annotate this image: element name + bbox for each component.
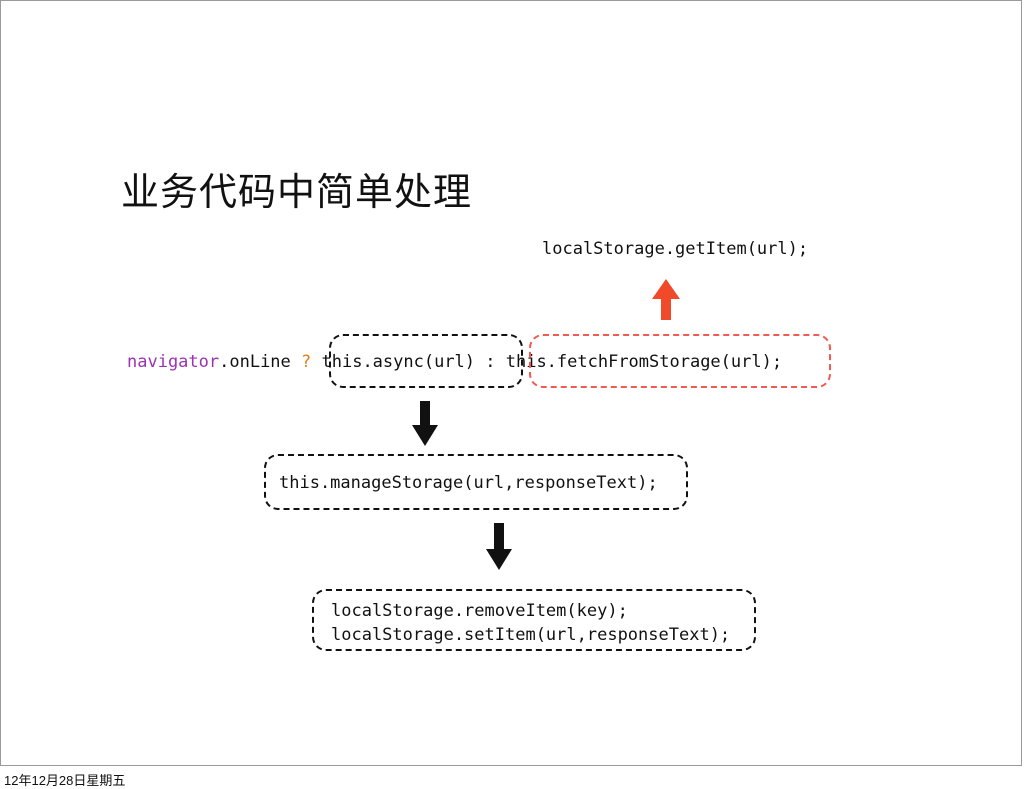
- online-property: .onLine: [219, 352, 302, 372]
- fetch-storage-dashed-box: [529, 334, 831, 388]
- set-item-code: localStorage.setItem(url,responseText);: [331, 625, 731, 645]
- slide-title: 业务代码中简单处理: [121, 170, 473, 214]
- async-dashed-box: [329, 334, 523, 388]
- manage-storage-code: this.manageStorage(url,responseText);: [279, 473, 658, 493]
- remove-item-code: localStorage.removeItem(key);: [331, 601, 628, 621]
- ternary-operator: ?: [301, 352, 312, 372]
- slide: 业务代码中简单处理 localStorage.getItem(url); nav…: [0, 0, 1022, 766]
- footer-date: 12年12月28日星期五: [4, 773, 126, 788]
- async-call: this.async(url) :: [311, 352, 506, 372]
- ternary-code-line: navigator.onLine ? this.async(url) : thi…: [127, 350, 782, 374]
- storage-update-dashed-box: [312, 589, 756, 651]
- get-item-code: localStorage.getItem(url);: [542, 239, 809, 259]
- manage-storage-dashed-box: [264, 454, 688, 510]
- arrow-down-icon: [486, 523, 512, 570]
- fetch-call: this.fetchFromStorage(url);: [505, 352, 783, 372]
- navigator-keyword: navigator: [127, 352, 220, 372]
- arrow-up-icon: [652, 279, 680, 320]
- arrow-down-icon: [412, 401, 438, 446]
